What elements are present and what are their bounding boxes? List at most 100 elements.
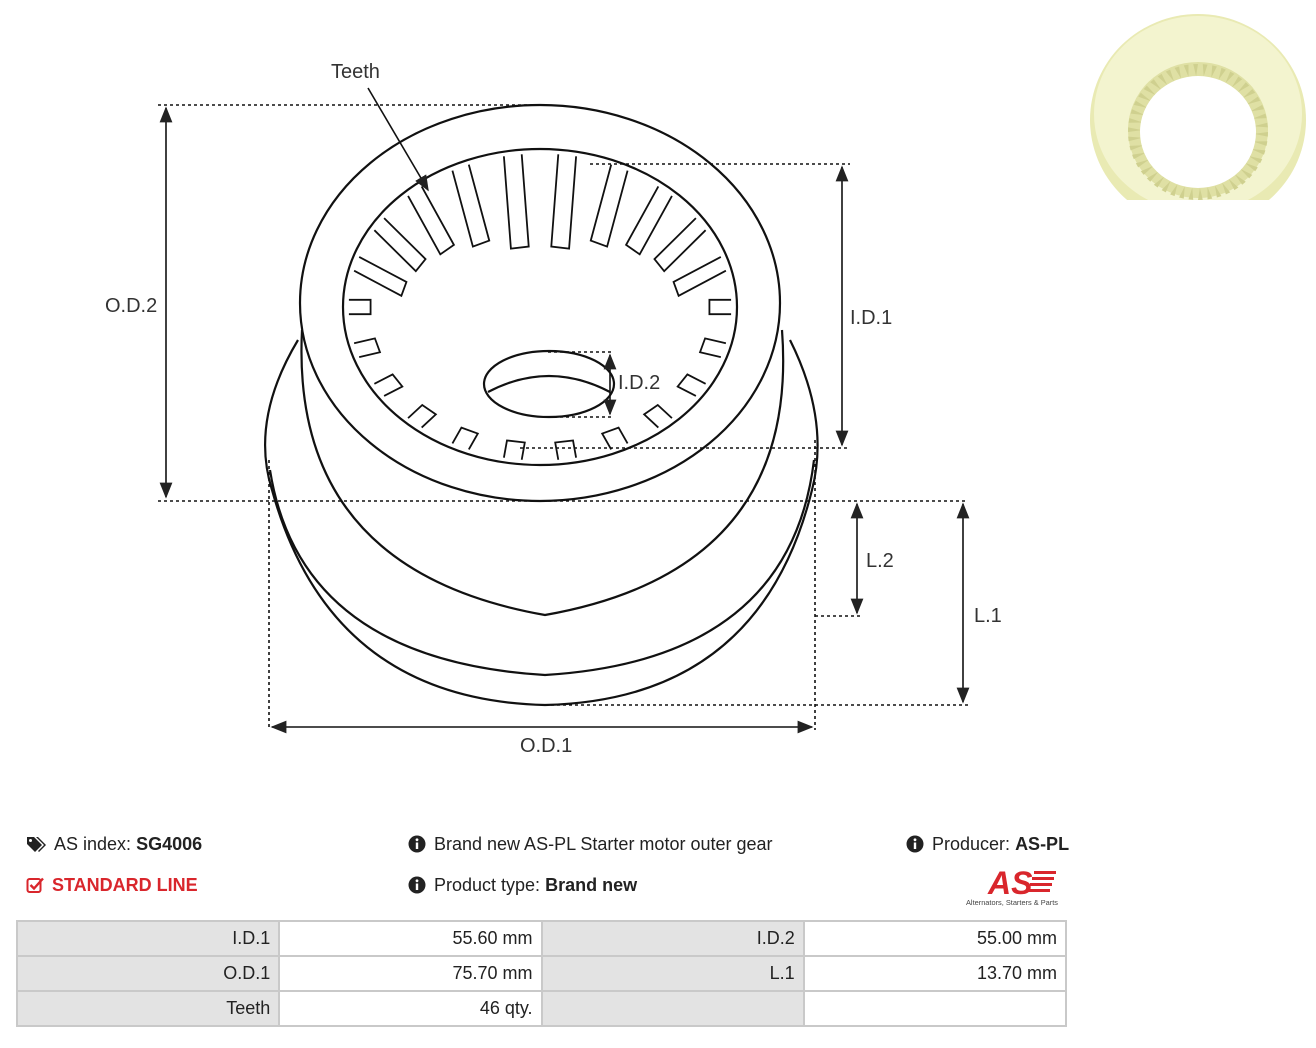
photo-gear-tooth <box>1234 174 1246 185</box>
producer-value: AS-PL <box>1015 834 1070 854</box>
photo-gear-tooth <box>1244 162 1258 172</box>
spec-value: 55.00 mm <box>804 922 1065 955</box>
photo-gear-tooth <box>1153 176 1165 188</box>
photo-gear-tooth <box>1253 141 1268 146</box>
standard-line-label: STANDARD LINE <box>52 875 198 895</box>
photo-gear-tooth <box>1179 186 1185 199</box>
photo-gear-tooth <box>1218 67 1226 80</box>
spec-label: Teeth <box>18 992 279 1025</box>
photo-gear-tooth <box>1170 184 1178 197</box>
photo-gear-tooth <box>1138 92 1152 102</box>
photo-gear-tooth <box>1193 64 1198 77</box>
info-icon <box>906 835 924 853</box>
photo-gear-tooth <box>1174 66 1182 79</box>
photo-gear-tooth <box>1140 165 1154 175</box>
photo-gear-tooth <box>1250 104 1264 112</box>
outer-top-ellipse <box>298 103 782 503</box>
technical-drawing: Teeth O.D.2 I.D.1 I.D.2 L.2 L.1 O.D.1 <box>105 61 1002 757</box>
producer-row: Producer: AS-PL <box>906 834 1069 855</box>
gear-tooth <box>708 298 732 316</box>
as-index-row: AS index: SG4006 <box>26 834 202 855</box>
gear-tooth <box>373 217 427 273</box>
inner-bore-ellipse <box>341 147 739 467</box>
spec-label: I.D.2 <box>542 922 803 955</box>
body-inner-curve <box>300 329 785 617</box>
photo-gear-tooth <box>1228 178 1239 191</box>
spec-label: I.D.1 <box>18 922 279 955</box>
gear-tooth <box>451 164 491 248</box>
gear-tooth <box>407 403 438 429</box>
photo-gear-tooth <box>1231 76 1243 88</box>
photo-gear-tooth <box>1240 168 1253 179</box>
gear-tooth <box>348 298 372 316</box>
gear-tooth <box>407 186 456 256</box>
spec-label <box>542 992 803 1025</box>
teeth-label: Teeth <box>331 61 380 83</box>
spec-value: 75.70 mm <box>280 957 541 990</box>
spec-value: 55.60 mm <box>280 922 541 955</box>
producer-label: Producer: <box>932 834 1011 854</box>
gear-tooth <box>600 426 629 450</box>
gear-tooth <box>353 337 382 358</box>
photo-gear-tooth <box>1143 85 1156 96</box>
gear-tooth <box>589 164 629 248</box>
photo-gear-tooth <box>1242 89 1256 99</box>
photo-gear-tooth <box>1183 64 1189 77</box>
photo-gear-tooth <box>1253 132 1268 137</box>
id1-label: I.D.1 <box>850 307 892 329</box>
photo-gear-tooth <box>1211 65 1217 78</box>
as-index-label: AS index: <box>54 834 132 854</box>
gear-teeth <box>348 154 732 460</box>
photo-gear-tooth <box>1130 109 1145 116</box>
photo-gear-tooth <box>1128 118 1143 123</box>
outer-body-middle-curve <box>268 459 816 677</box>
spec-label: O.D.1 <box>18 957 279 990</box>
l2-label: L.2 <box>866 550 894 572</box>
product-photo <box>1090 14 1306 200</box>
gear-tooth <box>353 256 408 298</box>
spec-value <box>804 992 1065 1025</box>
photo-gear-tooth <box>1129 145 1144 151</box>
photo-gear-tooth <box>1132 152 1146 160</box>
gear-tooth <box>653 217 707 273</box>
tags-icon <box>27 837 46 852</box>
logo-text: AS <box>987 865 1033 901</box>
info-icon <box>408 876 426 894</box>
photo-gear-tooth <box>1253 122 1268 128</box>
photo-gear-tooth <box>1133 100 1148 108</box>
description-row: Brand new AS-PL Starter motor outer gear <box>408 834 773 855</box>
photo-gear-tooth <box>1157 73 1168 86</box>
as-index-value: SG4006 <box>136 834 203 854</box>
gear-tooth <box>502 154 530 250</box>
photo-gear-tooth <box>1165 69 1174 82</box>
photo-gear-tooth <box>1128 127 1143 132</box>
photo-gear-tooth <box>1207 187 1213 200</box>
photo-gear-tooth <box>1237 82 1250 93</box>
description-text: Brand new AS-PL Starter motor outer gear <box>434 834 773 854</box>
od1-label: O.D.1 <box>520 735 572 757</box>
gear-tooth <box>373 373 404 397</box>
photo-gear-tooth <box>1202 64 1208 77</box>
product-type-label: Product type: <box>434 875 541 895</box>
photo-gear-tooth <box>1146 171 1159 182</box>
photo-gear-tooth <box>1251 148 1266 155</box>
outer-body-lower-curve <box>263 339 819 707</box>
photo-gear-tooth <box>1150 79 1162 90</box>
gear-tooth <box>503 439 526 460</box>
gear-tooth <box>672 256 727 298</box>
photo-gear-tooth <box>1222 182 1231 195</box>
photo-gear-tooth <box>1225 71 1235 84</box>
gear-tooth <box>451 426 480 450</box>
photo-gear-tooth <box>1252 113 1267 119</box>
photo-gear-tooth <box>1135 159 1150 168</box>
gear-tooth <box>676 373 707 397</box>
spec-label: L.1 <box>542 957 803 990</box>
gear-tooth <box>642 403 673 429</box>
photo-gear-tooth <box>1188 187 1194 200</box>
spec-value: 13.70 mm <box>804 957 1065 990</box>
photo-gear-tooth <box>1246 96 1261 105</box>
photo-gear-tooth <box>1128 136 1143 142</box>
